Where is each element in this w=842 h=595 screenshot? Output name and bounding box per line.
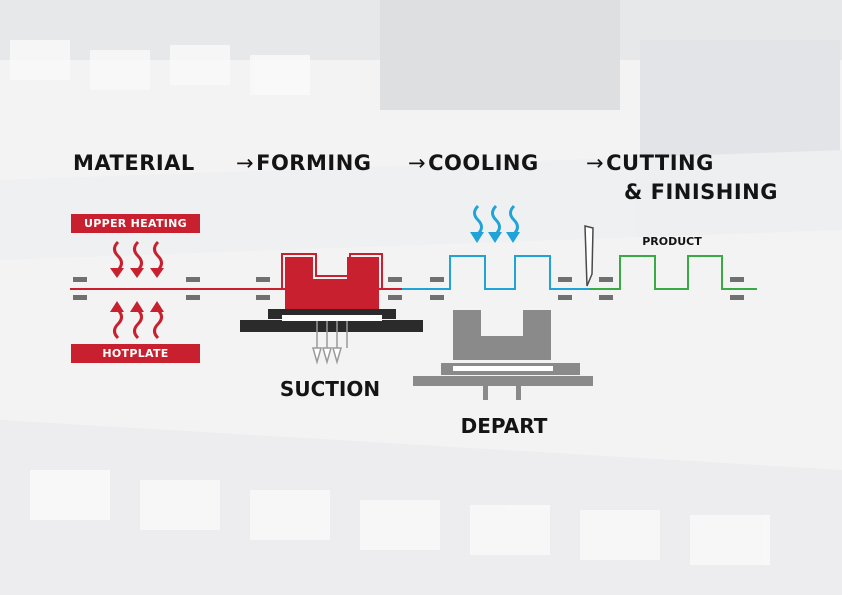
hotplate-label: HOTPLATE [71, 344, 200, 363]
step-cooling: →COOLING [408, 149, 539, 177]
step-forming: →FORMING [236, 149, 372, 177]
step-cutting: →CUTTING [586, 149, 714, 177]
step-cooling-label: COOLING [428, 151, 539, 175]
product-sheet [590, 255, 757, 290]
suction-label: SUCTION [280, 377, 380, 401]
arrow-icon: → [586, 151, 605, 175]
heat-down-arrows-icon [113, 240, 163, 272]
step-forming-label: FORMING [256, 151, 372, 175]
step-finishing: & FINISHING [624, 178, 778, 206]
step-finishing-label: & FINISHING [624, 180, 778, 204]
cooling-arrows-icon [473, 204, 519, 236]
step-material: MATERIAL [73, 149, 195, 177]
upper-heating-label: UPPER HEATING [71, 214, 200, 233]
heat-up-arrows-icon [113, 308, 163, 340]
cooled-sheet [402, 255, 566, 290]
forming-mould [240, 309, 423, 332]
formed-plastic [270, 253, 398, 290]
step-cutting-label: CUTTING [606, 151, 714, 175]
clamps [73, 277, 744, 300]
arrow-icon: → [408, 151, 427, 175]
product-label: PRODUCT [642, 235, 702, 248]
step-material-label: MATERIAL [73, 151, 195, 175]
arrow-icon: → [236, 151, 255, 175]
depart-mould [413, 310, 593, 400]
suction-arrows-icon [316, 321, 348, 348]
depart-label: DEPART [461, 414, 548, 438]
knife-icon [584, 225, 594, 287]
